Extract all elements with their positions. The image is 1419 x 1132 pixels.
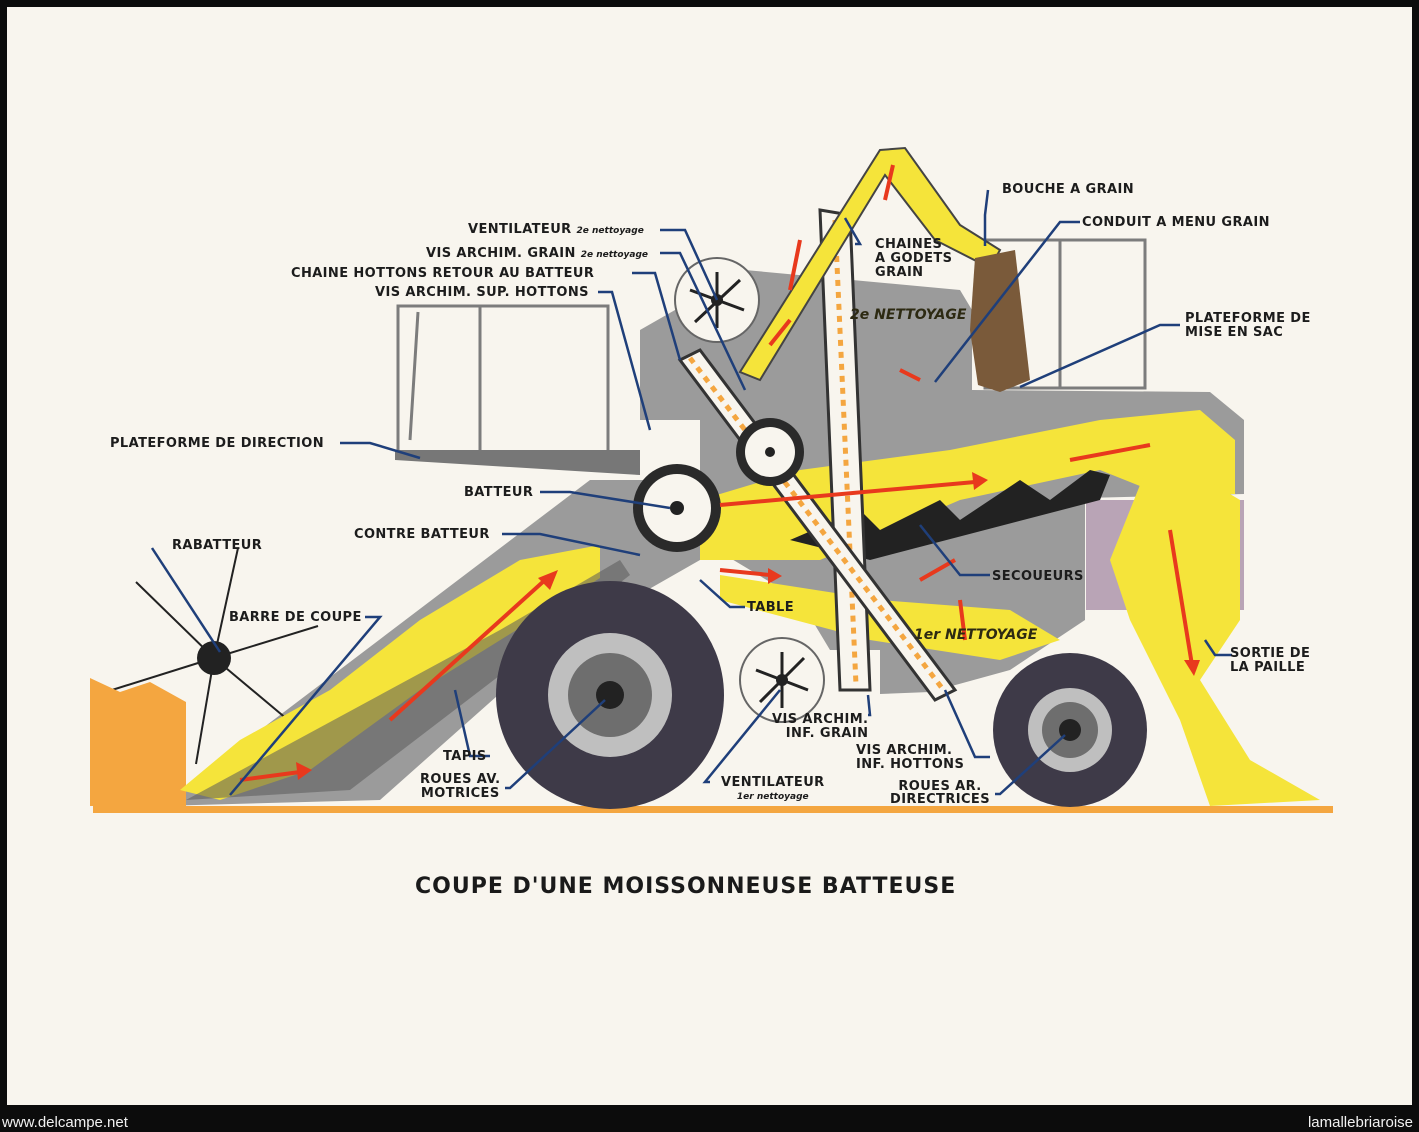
label-secoueurs: SECOUEURS: [992, 569, 1084, 584]
combine-illustration: [90, 146, 1333, 813]
leader-lines: [150, 189, 1232, 796]
feeder-straw: [180, 545, 600, 800]
upper-chute: [738, 146, 1002, 382]
label-vis-archim-grain-2: VIS ARCHIM. GRAIN 2e nettoyage: [426, 246, 649, 261]
label-chaine-hottons: CHAINE HOTTONS RETOUR AU BATTEUR: [291, 266, 595, 281]
grain-sack: [970, 250, 1030, 392]
reel-hub: [197, 641, 231, 675]
diagram-card: 2e NETTOYAGE 1er NETTOYAGE BOUCHE A GRAI…: [7, 7, 1412, 1105]
footer-right-watermark: lamallebriaroise: [1307, 1114, 1413, 1131]
label-second-cleaning: 2e NETTOYAGE: [850, 307, 967, 323]
label-ventilateur-2: VENTILATEUR 2e nettoyage: [468, 222, 644, 237]
label-roues-ar: ROUES AR.DIRECTRICES: [890, 779, 990, 807]
straw-exit: [1110, 460, 1320, 806]
feeder-conveyor: [186, 560, 630, 800]
label-tapis: TAPIS: [443, 749, 487, 764]
front-wheel: [496, 581, 724, 809]
footer-left-watermark: www.delcampe.net: [2, 1114, 128, 1131]
diagram-title: COUPE D'UNE MOISSONNEUSE BATTEUSE: [415, 874, 957, 899]
flow-arrows: [239, 164, 1200, 782]
threshing-drum: [633, 464, 721, 552]
label-conduit-menu-grain: CONDUIT A MENU GRAIN: [1082, 215, 1270, 230]
direction-platform-rail: [396, 304, 610, 456]
label-plateforme-direction: PLATEFORME DE DIRECTION: [110, 436, 324, 451]
crop-stubble: [90, 678, 186, 806]
beater-drum: [736, 418, 804, 486]
label-batteur: BATTEUR: [464, 485, 534, 500]
label-bouche-a-grain: BOUCHE A GRAIN: [1002, 182, 1134, 197]
label-table: TABLE: [747, 600, 794, 615]
label-vis-inf-grain: VIS ARCHIM.INF. GRAIN: [772, 712, 869, 741]
label-vis-inf-hottons: VIS ARCHIM.INF. HOTTONS: [856, 743, 965, 772]
label-barre-de-coupe: BARRE DE COUPE: [229, 610, 362, 625]
lower-fan: [739, 637, 825, 723]
label-rabatteur: RABATTEUR: [172, 538, 263, 553]
label-vis-archim-sup: VIS ARCHIM. SUP. HOTTONS: [375, 285, 589, 300]
label-contre-batteur: CONTRE BATTEUR: [354, 527, 490, 542]
ground-line: [93, 806, 1333, 813]
label-roues-av: ROUES AV.MOTRICES: [420, 772, 501, 801]
straw-walkers: [790, 470, 1110, 560]
label-first-cleaning: 1er NETTOYAGE: [914, 627, 1038, 643]
rear-wheel: [993, 653, 1147, 807]
